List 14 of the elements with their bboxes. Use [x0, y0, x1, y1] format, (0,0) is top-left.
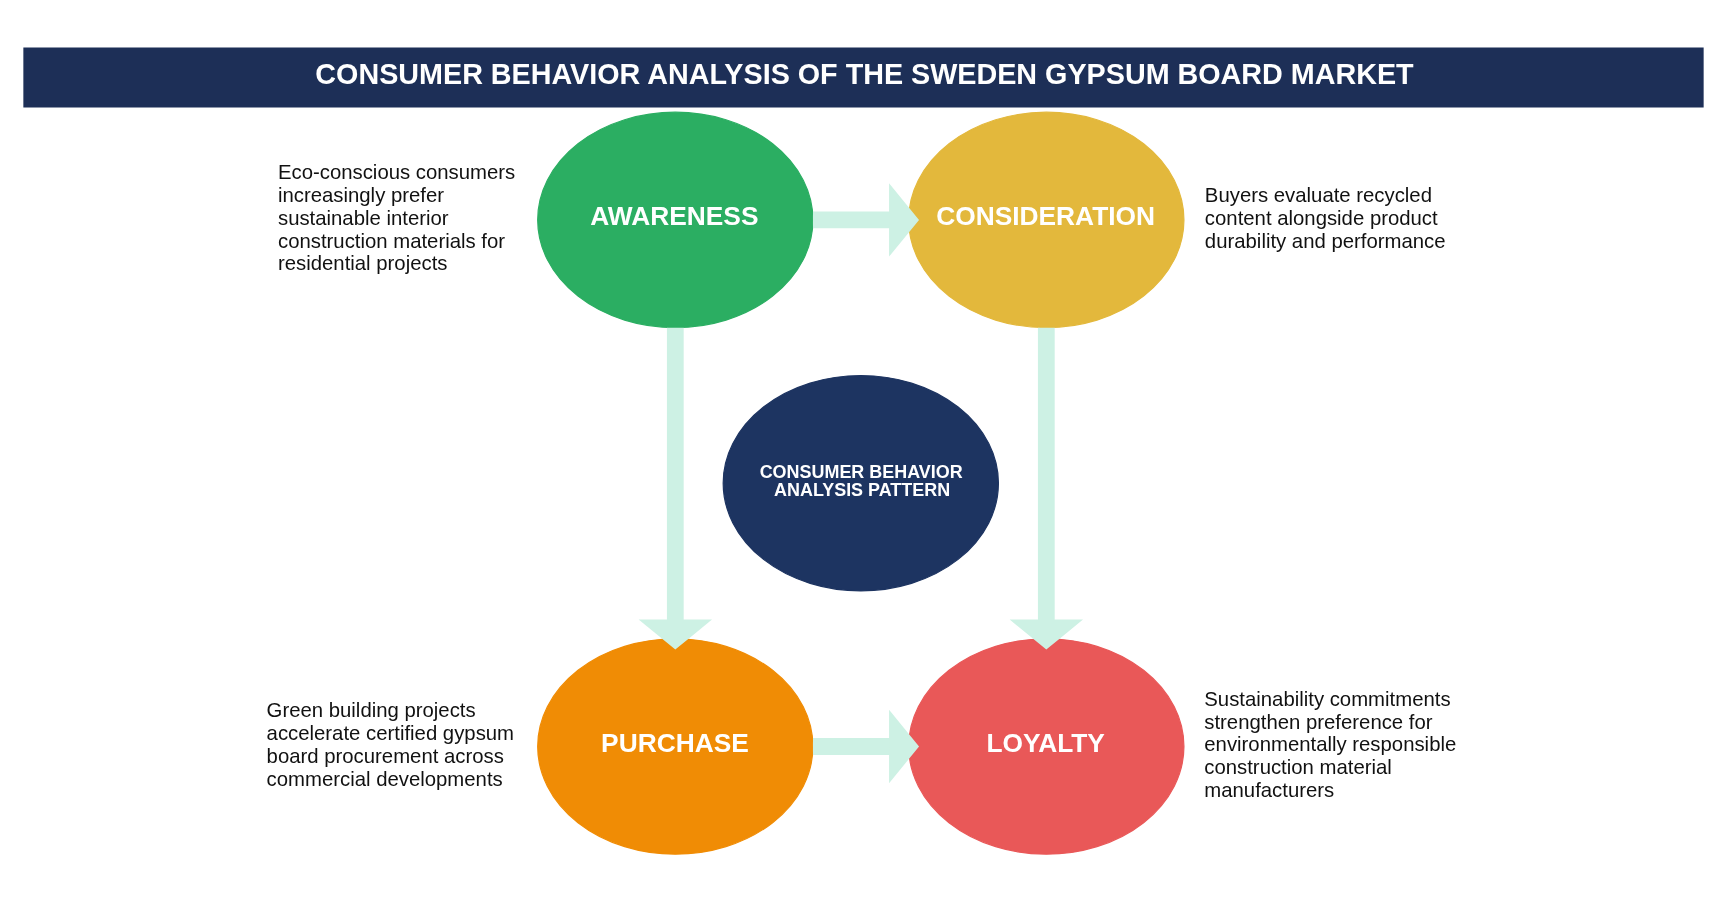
- node-ellipse: PURCHASE: [537, 638, 814, 855]
- node-label: Eco-conscious consumers increasingly prefer sustainable interior construction materials for residential projects: [277, 161, 516, 275]
- arrow: [1009, 327, 1084, 650]
- node-label: Sustainability commitments strengthen preference for environmentally responsible construction material manufacturers: [1204, 687, 1457, 801]
- node-ellipse: CONSUMER BEHAVIOR ANALYSIS PATTERN: [722, 374, 1000, 592]
- diagram-title: CONSUMER BEHAVIOR ANALYSIS OF THE SWEDEN GYPSUM BOARD MARKET: [315, 57, 1414, 90]
- node-ellipse: AWARENESS: [537, 111, 814, 329]
- arrow: [638, 327, 713, 650]
- node-label: Buyers evaluate recycled content alongside product durability and performance: [1204, 184, 1446, 252]
- node-ellipse: LOYALTY: [908, 638, 1185, 855]
- arrow: [813, 183, 920, 257]
- arrow: [813, 709, 920, 784]
- node-label: Green building projects accelerate certified gypsum board procurement across commercial developments: [266, 699, 515, 790]
- node-ellipse: CONSIDERATION: [908, 111, 1185, 329]
